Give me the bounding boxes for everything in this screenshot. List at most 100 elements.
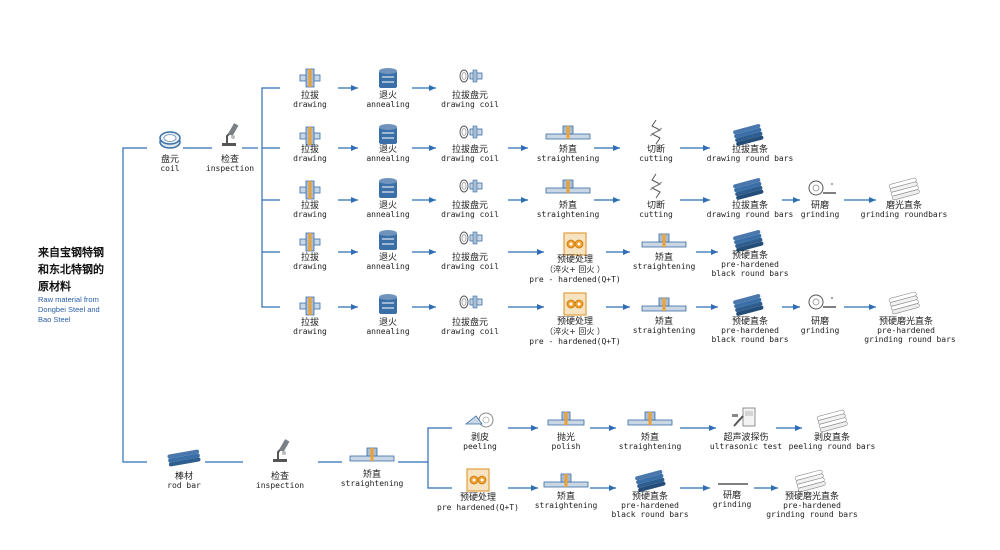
straightening-label-cn: 矫直 [559, 143, 577, 155]
coil-label-cn: 盘元 [161, 153, 179, 165]
peeling-round-bars-label-en: peeling round bars [789, 442, 876, 451]
peeling-icon [465, 412, 494, 428]
straightening-label-cn: 矫直 [655, 315, 673, 327]
annealing-label-en: annealing [366, 100, 410, 109]
drawing-label-en: drawing [293, 327, 327, 336]
grinding-label-en: grinding [801, 326, 840, 335]
drawing-coil-label-cn: 拉拔盘元 [452, 251, 488, 263]
straightening-label-en: straightening [619, 442, 682, 451]
prehardened-label-en: pre - hardened(Q+T) [529, 275, 621, 284]
drawn-coil-icon [459, 179, 483, 193]
drawing-label-en: drawing [293, 210, 327, 219]
drawing-label-en: drawing [293, 154, 327, 163]
main-bracket-line [122, 147, 147, 463]
furnace-icon [379, 230, 397, 250]
drawing-coil-label-cn: 拉拔盘元 [452, 89, 488, 101]
row-2: 拉拔 drawing 退火 annealing 拉拔盘元 drawing coi… [293, 119, 794, 163]
polish-label-en: polish [552, 442, 581, 451]
raw-material-source: 来自宝钢特钢 和东北特钢的 原材料 Raw material from Dong… [37, 245, 104, 324]
prehardened-label-en: pre - hardened(Q+T) [529, 337, 621, 346]
straightener-icon [545, 125, 591, 140]
straightener-icon [641, 297, 687, 312]
source-en-line-3: Bao Steel [38, 315, 71, 324]
prehardened-label-cn: 预硬处理 [557, 253, 593, 265]
straightening-label-cn: 矫直 [641, 431, 659, 443]
bar-bundle-icon [634, 469, 666, 493]
cutter-icon [649, 173, 663, 199]
drawing-label-en: drawing [293, 262, 327, 271]
straightening-label-cn: 矫直 [557, 490, 575, 502]
inspection-label-cn: 检查 [271, 470, 289, 482]
drawing-round-bars-label-cn: 拉拔直条 [732, 143, 768, 155]
annealing-label-en: annealing [366, 327, 410, 336]
cutting-label-cn: 切断 [647, 143, 665, 155]
straightening-label-en: straightening [535, 501, 598, 510]
drawing-coil-label-cn: 拉拔盘元 [452, 143, 488, 155]
straightening-label-cn: 矫直 [363, 468, 381, 480]
drawn-coil-icon [459, 295, 483, 309]
drawing-die-icon [299, 68, 321, 88]
straightener-icon [543, 473, 589, 488]
rod-branch-bracket-line [427, 427, 452, 489]
drawing-die-icon [299, 126, 321, 146]
straightener-icon [627, 411, 673, 426]
bright-bar-bundle-icon [816, 409, 849, 433]
furnace-icon [379, 68, 397, 88]
bright-bar-bundle-icon [888, 177, 921, 201]
branch-bracket-line [261, 87, 280, 308]
rod-bar-label-cn: 棒材 [175, 470, 193, 482]
drawing-label-cn: 拉拔 [301, 199, 319, 211]
drawing-round-bars-label-en: drawing round bars [707, 210, 794, 219]
source-en-line-2: Dongbei Steel and [38, 305, 100, 314]
drawing-label-cn: 拉拔 [301, 89, 319, 101]
prehardened-grinding-rod-label-en1: pre-hardened [783, 501, 841, 510]
prehardened-black-label-en2: black round bars [611, 510, 688, 519]
row-4: 拉拔 drawing 退火 annealing 拉拔盘元 drawing coi… [293, 229, 789, 284]
annealing-label-cn: 退火 [379, 200, 397, 211]
ultrasonic-label-cn: 超声波探伤 [723, 431, 768, 443]
drawing-coil-label-cn: 拉拔盘元 [452, 316, 488, 328]
cutter-icon [649, 119, 663, 145]
drawing-round-bars-label-en: drawing round bars [707, 154, 794, 163]
bright-bar-bundle-icon [888, 291, 921, 315]
drawing-label-en: drawing [293, 100, 327, 109]
peeling-label-cn: 剥皮 [471, 431, 489, 443]
cutting-label-en: cutting [639, 154, 673, 163]
prehardened-rod-label-en: pre hardened(Q+T) [437, 503, 519, 512]
rod-bar-node: 棒材 rod bar [167, 449, 201, 490]
drawn-coil-icon [459, 69, 483, 83]
annealing-label-cn: 退火 [379, 144, 397, 155]
heat-treatment-icon [563, 292, 587, 316]
drawing-die-icon [299, 232, 321, 252]
straightener-icon [349, 447, 395, 462]
straightening-label-en: straightening [341, 479, 404, 488]
microscope-icon [272, 438, 291, 463]
annealing-label-cn: 退火 [379, 317, 397, 328]
drawing-coil-label-en: drawing coil [441, 262, 499, 271]
prehardened-rod-label-cn: 预硬处理 [460, 491, 496, 503]
peeling-round-bars-label-cn: 剥皮直条 [814, 431, 850, 443]
cutting-label-cn: 切断 [647, 199, 665, 211]
ultrasonic-icon [731, 407, 756, 427]
coil-icon [159, 131, 181, 149]
source-cn-line-2: 和东北特钢的 [38, 262, 104, 276]
rod-straightening-node: 矫直 straightening [341, 447, 404, 488]
straightening-label-en: straightening [633, 262, 696, 271]
drawing-round-bars-label-cn: 拉拔直条 [732, 199, 768, 211]
drawing-coil-label-cn: 拉拔盘元 [452, 199, 488, 211]
prehardened-black-label-en2: black round bars [711, 269, 788, 278]
straightening-label-en: straightening [537, 154, 600, 163]
rod-row-lower: 预硬处理 pre hardened(Q+T) 矫直 straightening … [437, 468, 858, 519]
peeling-label-en: peeling [463, 442, 497, 451]
annealing-label-cn: 退火 [379, 90, 397, 101]
grinding-label-en: grinding [713, 500, 752, 509]
annealing-label-en: annealing [366, 262, 410, 271]
straightening-label-en: straightening [537, 210, 600, 219]
inspection-label-en: inspection [206, 164, 254, 173]
prehardened-black-label-en1: pre-hardened [721, 260, 779, 269]
drawing-coil-label-en: drawing coil [441, 100, 499, 109]
prehardened-black-label-en1: pre-hardened [721, 326, 779, 335]
grinding-round-bars-label-en: grinding roundbars [861, 210, 948, 219]
grinder-icon [808, 294, 837, 310]
